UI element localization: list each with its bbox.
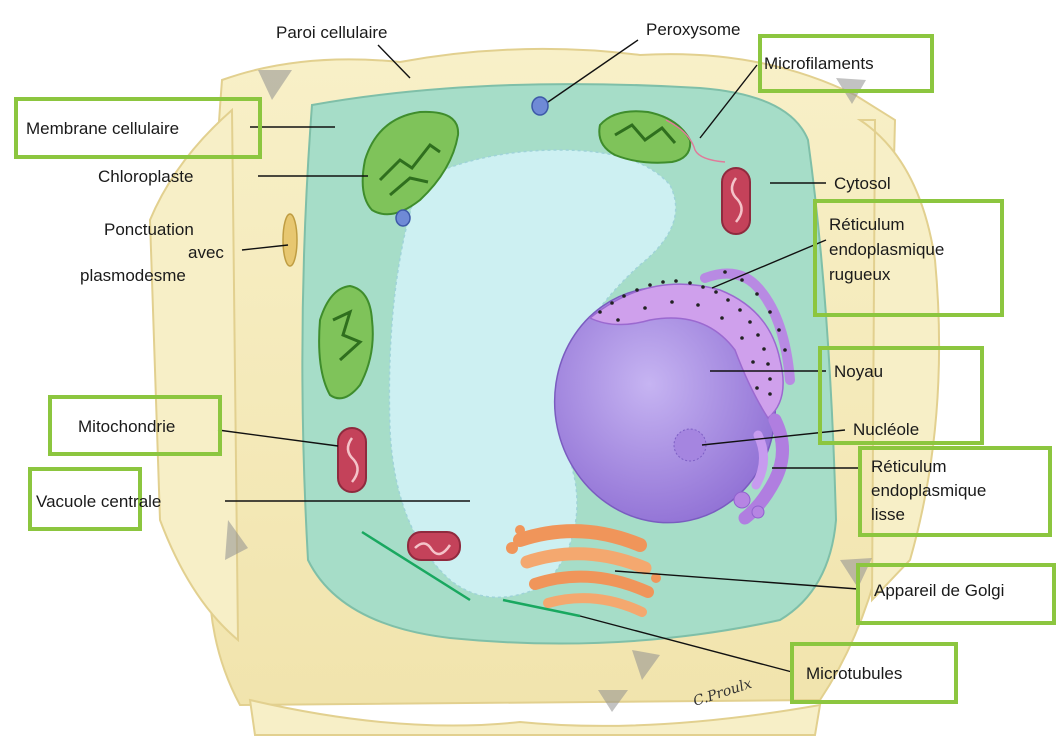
label-membrane: Membrane cellulaire [26, 119, 179, 138]
label-noyau: Noyau [834, 362, 883, 381]
label-ponctuation-3: plasmodesme [80, 266, 186, 285]
nucleolus [674, 429, 706, 461]
label-rer-3: rugueux [829, 265, 891, 284]
mitochondrion-icon [338, 428, 366, 492]
label-mitochondrie: Mitochondrie [78, 417, 175, 436]
label-ponctuation-1: Ponctuation [104, 220, 194, 239]
label-microtubules: Microtubules [806, 664, 902, 683]
label-ser-2: endoplasmique [871, 481, 986, 500]
label-peroxysome: Peroxysome [646, 20, 740, 39]
label-cytosol: Cytosol [834, 174, 891, 193]
plasmodesma-pit [283, 214, 297, 266]
label-microfilaments: Microfilaments [764, 54, 874, 73]
mitochondrion-icon [722, 168, 750, 234]
label-rer-1: Réticulum [829, 215, 905, 234]
mitochondrion-icon [408, 532, 460, 560]
label-rer-2: endoplasmique [829, 240, 944, 259]
label-ser-1: Réticulum [871, 457, 947, 476]
label-vacuole: Vacuole centrale [36, 492, 161, 511]
label-chloroplaste: Chloroplaste [98, 167, 193, 186]
label-nucleole: Nucléole [853, 420, 919, 439]
label-golgi: Appareil de Golgi [874, 581, 1004, 600]
label-ser-3: lisse [871, 505, 905, 524]
label-paroi: Paroi cellulaire [276, 23, 388, 42]
label-ponctuation-2: avec [188, 243, 224, 262]
